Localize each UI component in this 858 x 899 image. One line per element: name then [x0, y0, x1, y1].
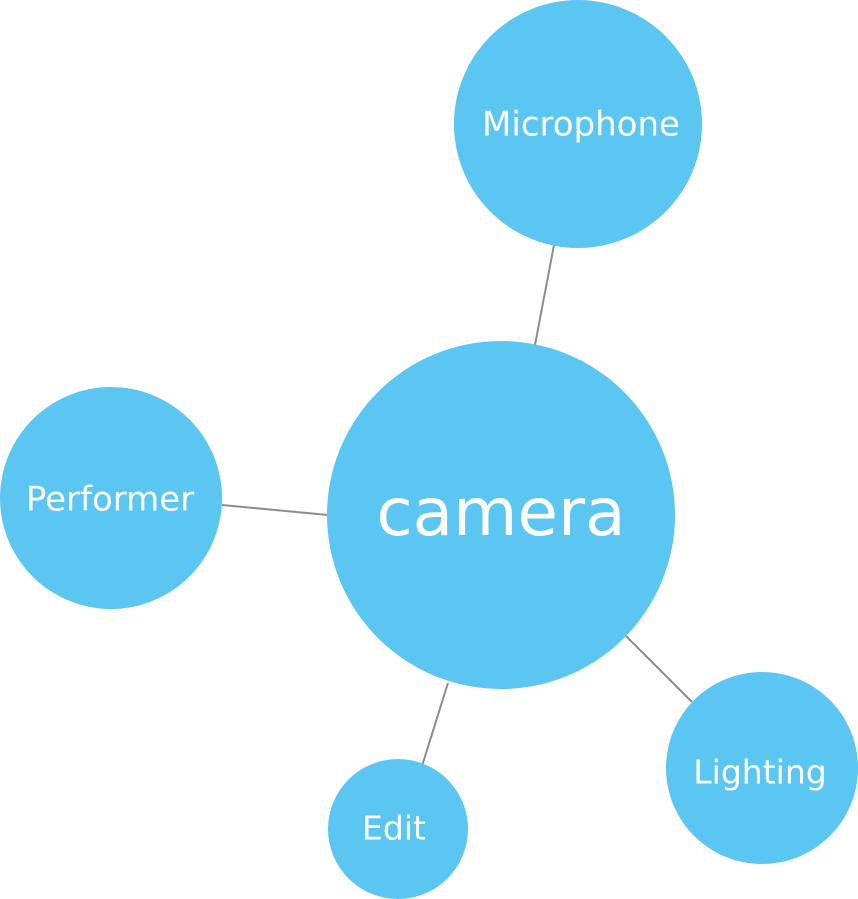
node-performer-label: Performer: [26, 480, 194, 520]
node-edit-circle: [328, 759, 468, 899]
connector-camera-lighting: [625, 635, 693, 703]
connector-camera-performer: [221, 504, 329, 516]
node-camera-circle: [327, 341, 675, 689]
node-edit[interactable]: Edit: [328, 759, 468, 899]
node-lighting-label: Lighting: [693, 753, 826, 792]
node-performer[interactable]: Performer: [0, 387, 222, 609]
node-microphone-circle: [454, 0, 702, 248]
node-edit-label: Edit: [362, 809, 426, 848]
connectors: [221, 244, 693, 767]
node-camera-label: camera: [376, 474, 625, 551]
node-lighting-circle: [666, 672, 858, 864]
connector-camera-microphone: [534, 244, 555, 346]
node-lighting[interactable]: Lighting: [666, 672, 858, 864]
node-performer-circle: [0, 387, 222, 609]
node-microphone[interactable]: Microphone: [454, 0, 702, 248]
connector-camera-edit: [421, 682, 449, 767]
node-microphone-label: Microphone: [482, 105, 680, 145]
node-camera[interactable]: camera: [327, 341, 675, 689]
